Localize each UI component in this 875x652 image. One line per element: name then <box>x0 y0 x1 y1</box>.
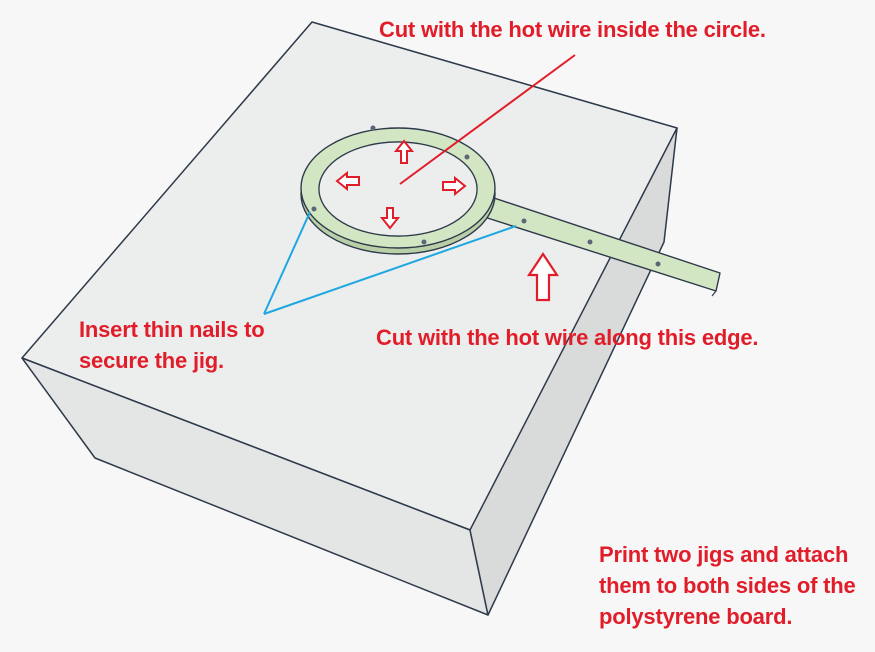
jig-handle-edge <box>711 290 717 297</box>
nail-holes <box>311 125 661 267</box>
nail-hole <box>311 206 317 212</box>
arrow-down-icon <box>379 207 401 230</box>
annotation-line: secure the jig. <box>79 348 224 373</box>
leader-line-circle <box>399 54 576 185</box>
nail-hole <box>655 261 661 267</box>
annotation-cut-inside-circle: Cut with the hot wire inside the circle. <box>379 17 766 42</box>
nail-hole <box>587 239 593 245</box>
annotation-line: them to both sides of the <box>599 573 856 598</box>
arrow-up-icon <box>393 139 415 164</box>
leader-line-nail-ring <box>263 211 311 315</box>
nail-hole <box>421 239 427 245</box>
edge-arrow-icon <box>526 252 560 302</box>
annotation-line: Print two jigs and attach <box>599 542 849 567</box>
nail-hole <box>464 154 470 160</box>
cut-direction-arrows <box>335 139 467 230</box>
arrow-left-icon <box>335 170 360 192</box>
leader-line-nail-handle <box>263 225 517 315</box>
annotation-cut-along-edge: Cut with the hot wire along this edge. <box>376 325 759 350</box>
nail-hole <box>370 125 376 131</box>
annotation-line: polystyrene board. <box>599 604 793 629</box>
annotation-line: Insert thin nails to <box>79 317 265 342</box>
nail-hole <box>521 218 527 224</box>
jig-ring-inner <box>318 141 478 237</box>
arrow-right-icon <box>442 175 467 197</box>
annotation-insert-nails: Insert thin nails to secure the jig. <box>79 314 265 376</box>
annotation-print-jigs: Print two jigs and attach them to both s… <box>599 539 856 632</box>
